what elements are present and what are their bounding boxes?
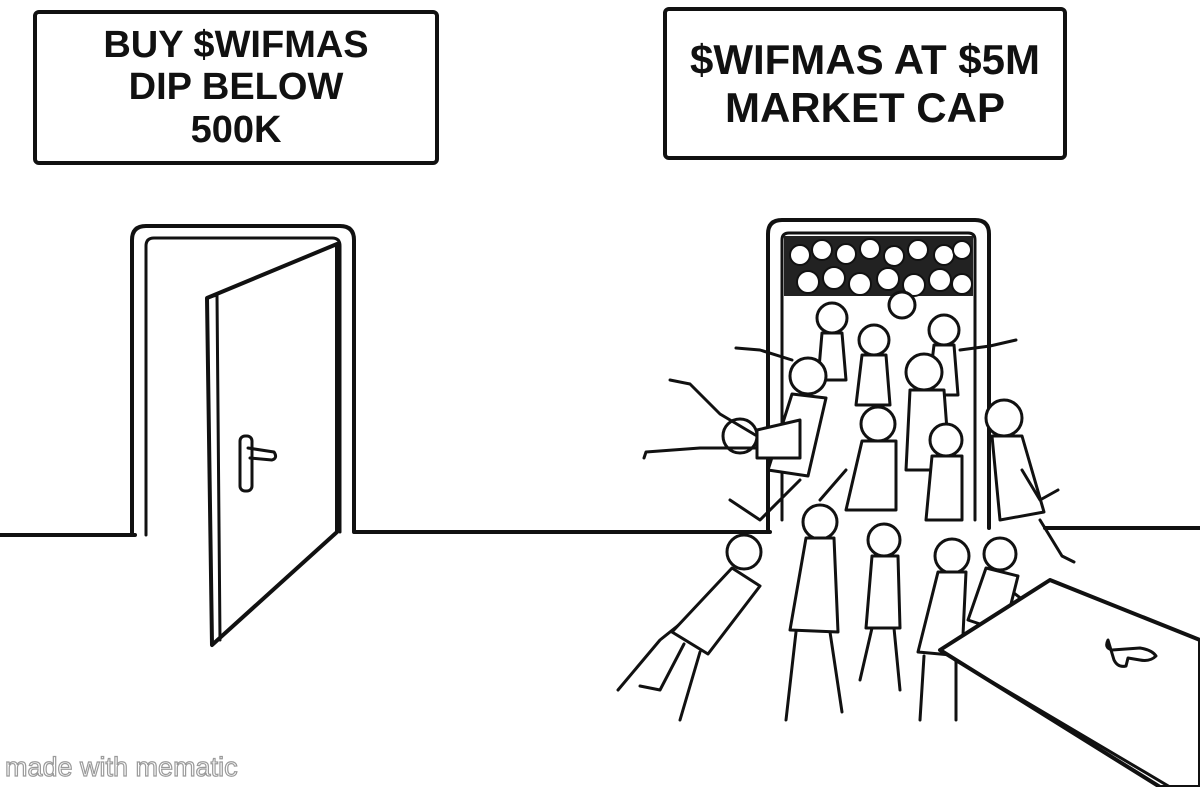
- right-door-fallen-panel: [938, 578, 1200, 787]
- right-door-handle-icon: [1105, 638, 1158, 668]
- left-door-frame: [130, 224, 356, 537]
- sign-right: $WIFMAS AT $5M MARKET CAP: [663, 7, 1067, 160]
- sign-left: BUY $WIFMAS DIP BELOW 500K: [33, 10, 439, 165]
- crowd-back-heads: [784, 236, 973, 297]
- right-door-frame: [766, 218, 991, 532]
- crowd-front: [638, 503, 1020, 722]
- sign-right-text: $WIFMAS AT $5M MARKET CAP: [689, 36, 1040, 131]
- sign-left-text: BUY $WIFMAS DIP BELOW 500K: [103, 23, 369, 151]
- left-door-handle-icon: [238, 434, 278, 493]
- wall-floor-line: [0, 526, 1200, 537]
- left-door-open-panel: [205, 242, 339, 647]
- watermark: made with mematic: [4, 751, 238, 782]
- crowd-middle: [721, 290, 1046, 522]
